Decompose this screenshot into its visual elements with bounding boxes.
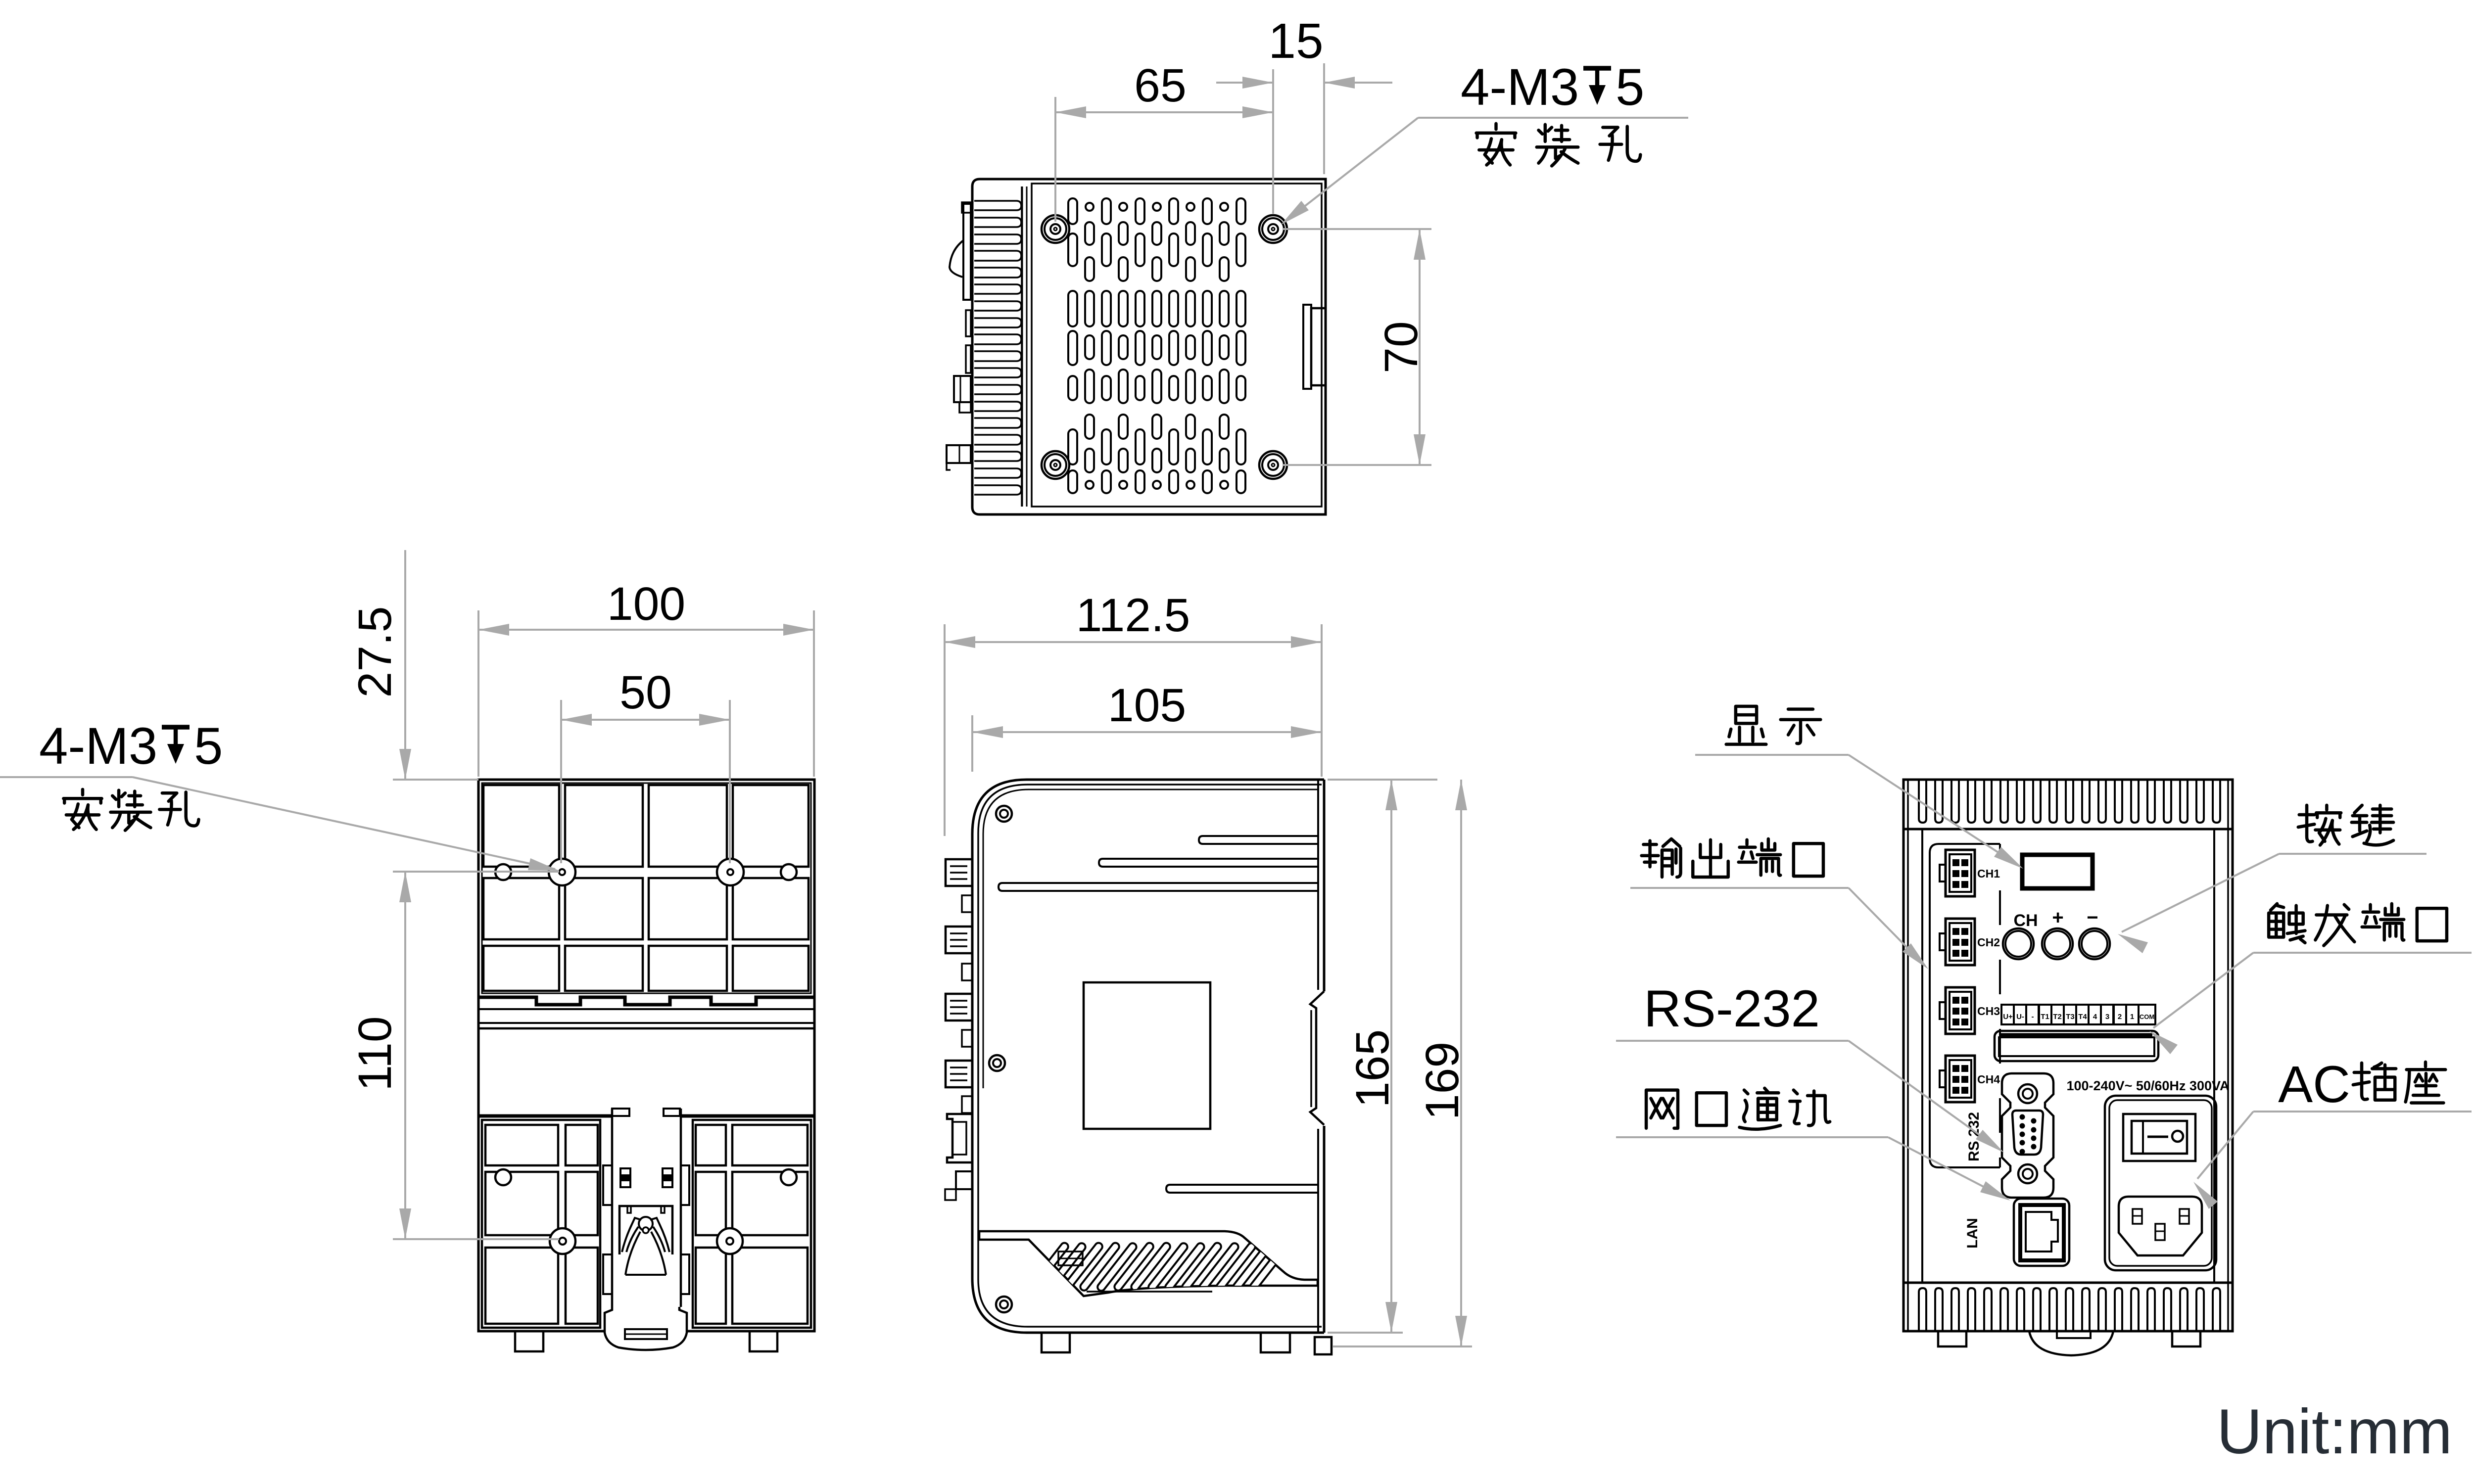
svg-text:CH3: CH3: [1977, 1005, 2000, 1018]
svg-text:4-M3: 4-M3: [1461, 58, 1579, 116]
svg-text:100: 100: [607, 578, 686, 630]
svg-text:-: -: [2032, 1013, 2034, 1021]
svg-text:15: 15: [1268, 13, 1323, 69]
svg-text:Unit:mm: Unit:mm: [2217, 1396, 2452, 1467]
svg-text:50: 50: [619, 666, 672, 719]
svg-text:T1: T1: [2041, 1013, 2049, 1021]
svg-text:3: 3: [2105, 1013, 2109, 1021]
svg-text:−: −: [2087, 907, 2098, 928]
svg-text:COM: COM: [2140, 1013, 2154, 1020]
svg-text:CH1: CH1: [1977, 867, 2000, 880]
svg-text:T3: T3: [2066, 1013, 2075, 1021]
svg-text:165: 165: [1346, 1029, 1399, 1108]
svg-text:4: 4: [2093, 1013, 2097, 1021]
svg-text:2: 2: [2118, 1013, 2122, 1021]
svg-text:105: 105: [1108, 679, 1187, 732]
svg-text:4-M3: 4-M3: [39, 717, 157, 775]
svg-text:1: 1: [2130, 1013, 2134, 1021]
svg-text:U+: U+: [2003, 1013, 2013, 1021]
svg-text:RS-232: RS-232: [1644, 980, 1820, 1038]
svg-text:U-: U-: [2016, 1013, 2024, 1021]
svg-text:T2: T2: [2053, 1013, 2062, 1021]
svg-text:110: 110: [349, 1016, 401, 1091]
svg-text:5: 5: [194, 717, 223, 775]
svg-text:65: 65: [1134, 59, 1187, 112]
svg-text:T4: T4: [2078, 1013, 2087, 1021]
svg-text:169: 169: [1416, 1042, 1469, 1120]
svg-text:CH2: CH2: [1977, 936, 2000, 949]
svg-text:70: 70: [1375, 321, 1427, 373]
svg-text:CH: CH: [2013, 911, 2038, 930]
svg-text:AC: AC: [2278, 1056, 2350, 1113]
svg-text:112.5: 112.5: [1076, 589, 1190, 642]
svg-text:+: +: [2052, 907, 2063, 928]
svg-text:5: 5: [1616, 58, 1644, 116]
svg-text:LAN: LAN: [1964, 1218, 1981, 1249]
svg-text:100-240V~ 50/60Hz 300VA: 100-240V~ 50/60Hz 300VA: [2067, 1078, 2230, 1093]
svg-text:27.5: 27.5: [349, 606, 401, 698]
svg-text:CH4: CH4: [1977, 1073, 2000, 1086]
